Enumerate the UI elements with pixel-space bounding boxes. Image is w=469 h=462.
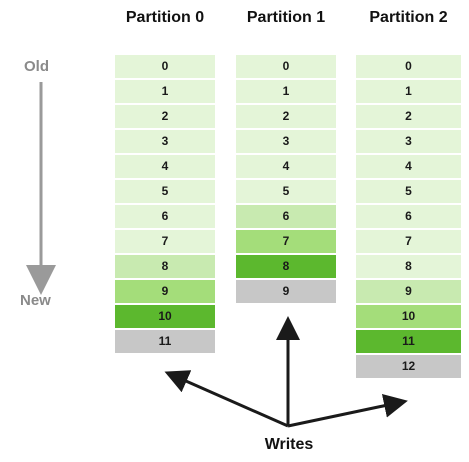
partition-2-offset-8: 8 <box>356 255 461 278</box>
partition-1-offset-6: 6 <box>236 205 336 228</box>
partition-0-offset-3: 3 <box>115 130 215 153</box>
old-label: Old <box>24 58 49 75</box>
partition-1-offset-2: 2 <box>236 105 336 128</box>
write-arrow-partition-2 <box>287 393 408 428</box>
partition-2-offset-6: 6 <box>356 205 461 228</box>
partition-1-offset-0: 0 <box>236 55 336 78</box>
partition-2-offset-9: 9 <box>356 280 461 303</box>
partition-2-offset-10: 10 <box>356 305 461 328</box>
partition-1-offset-3: 3 <box>236 130 336 153</box>
new-label: New <box>20 292 51 309</box>
partition-2-offset-0: 0 <box>356 55 461 78</box>
write-arrow-partition-0 <box>164 370 289 428</box>
partition-0-offset-11: 11 <box>115 330 215 353</box>
partition-0-offset-7: 7 <box>115 230 215 253</box>
partition-2-offset-2: 2 <box>356 105 461 128</box>
partition-1-offset-7: 7 <box>236 230 336 253</box>
partition-1-offset-1: 1 <box>236 80 336 103</box>
writes-label: Writes <box>264 436 314 453</box>
partition-1-offset-5: 5 <box>236 180 336 203</box>
partition-2-offset-1: 1 <box>356 80 461 103</box>
partition-2-header: Partition 2 <box>369 9 448 26</box>
partition-0-offset-2: 2 <box>115 105 215 128</box>
partition-0-offset-1: 1 <box>115 80 215 103</box>
partition-1-offset-4: 4 <box>236 155 336 178</box>
partition-0-offset-10: 10 <box>115 305 215 328</box>
partition-2-offset-5: 5 <box>356 180 461 203</box>
partition-0-offset-0: 0 <box>115 55 215 78</box>
partition-2-offset-4: 4 <box>356 155 461 178</box>
partition-0-offset-6: 6 <box>115 205 215 228</box>
partition-0-header: Partition 0 <box>125 9 205 26</box>
partition-2-offset-7: 7 <box>356 230 461 253</box>
partition-2-offset-12: 12 <box>356 355 461 378</box>
partition-0-offset-8: 8 <box>115 255 215 278</box>
partition-0-offset-5: 5 <box>115 180 215 203</box>
partition-2-offset-11: 11 <box>356 330 461 353</box>
partition-1-header: Partition 1 <box>246 9 326 26</box>
partition-2-offset-3: 3 <box>356 130 461 153</box>
partition-0-offset-9: 9 <box>115 280 215 303</box>
partition-1-offset-8: 8 <box>236 255 336 278</box>
partition-1-offset-9: 9 <box>236 280 336 303</box>
partition-0-offset-4: 4 <box>115 155 215 178</box>
